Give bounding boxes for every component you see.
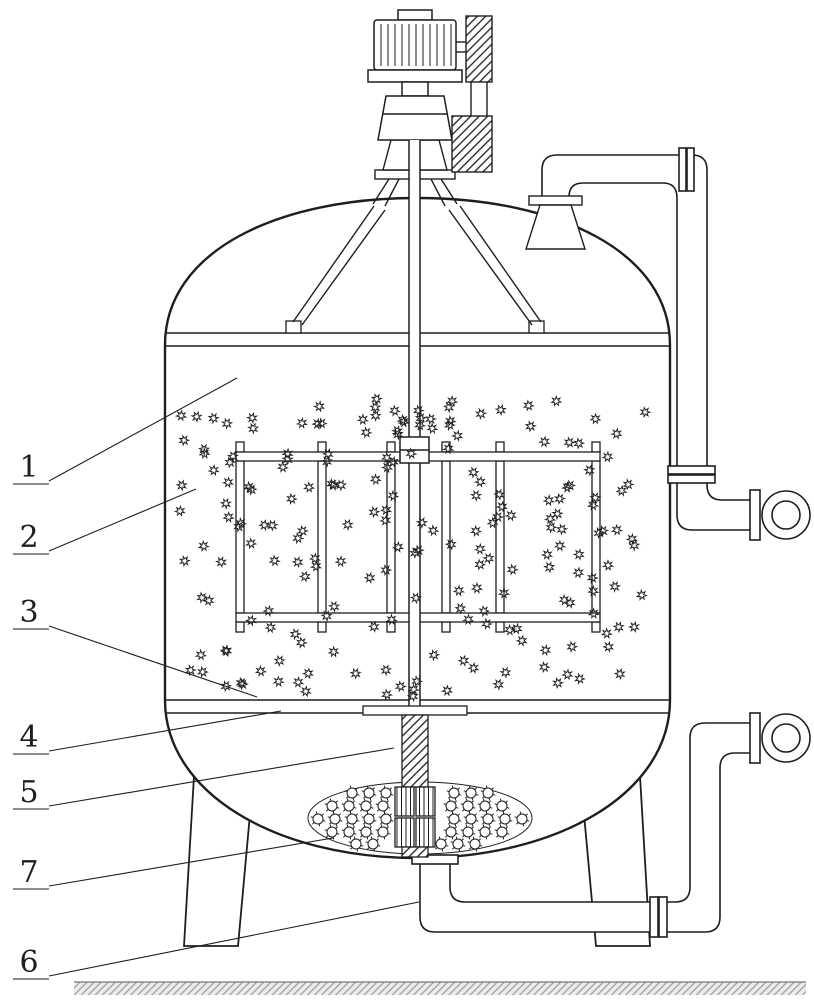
callout-5-label: 5: [19, 775, 38, 810]
strainer-block: [394, 786, 415, 817]
motor-fins: [380, 24, 452, 66]
callout-7-label: 7: [19, 855, 38, 890]
drain-pipe: [411, 712, 811, 938]
callout-4: 4: [13, 710, 282, 755]
mount-pad-right: [528, 320, 545, 334]
callout-3: 3: [13, 595, 258, 698]
callout-6: 6: [13, 901, 420, 980]
inlet-funnel: [525, 195, 586, 250]
filter-media-particles: [173, 393, 652, 703]
callout-6-label: 6: [19, 945, 38, 980]
outlet-pipe-upper: [541, 147, 811, 541]
callout-2: 2: [13, 488, 197, 555]
callouts: 1 2 3 4 5 7 6: [13, 377, 420, 980]
ground-line: [74, 981, 806, 995]
motor-cap: [397, 9, 433, 21]
belt-drive: [451, 15, 493, 173]
motor-base: [367, 69, 463, 83]
nozzle-holes: [310, 785, 530, 852]
bearing-plate: [362, 705, 468, 716]
nozzle-plate: [307, 781, 533, 855]
gearbox: [377, 81, 453, 141]
upper-outlet-flange: [749, 489, 761, 541]
support-leg-left: [183, 775, 251, 947]
support-leg-right: [583, 775, 651, 947]
callout-4-label: 4: [19, 720, 38, 755]
pulley-upper: [465, 15, 493, 83]
motor: [367, 9, 463, 83]
callout-5: 5: [13, 747, 395, 810]
lower-outlet-flange: [749, 712, 761, 764]
support-legs: [183, 775, 651, 947]
center-column: [362, 705, 468, 858]
callout-2-label: 2: [19, 520, 38, 555]
pulley-lower: [451, 115, 493, 173]
callout-1: 1: [13, 377, 238, 485]
callout-3-label: 3: [19, 595, 38, 630]
mount-pad-left: [285, 320, 302, 334]
callout-7: 7: [13, 837, 334, 890]
callout-1-label: 1: [19, 450, 38, 485]
